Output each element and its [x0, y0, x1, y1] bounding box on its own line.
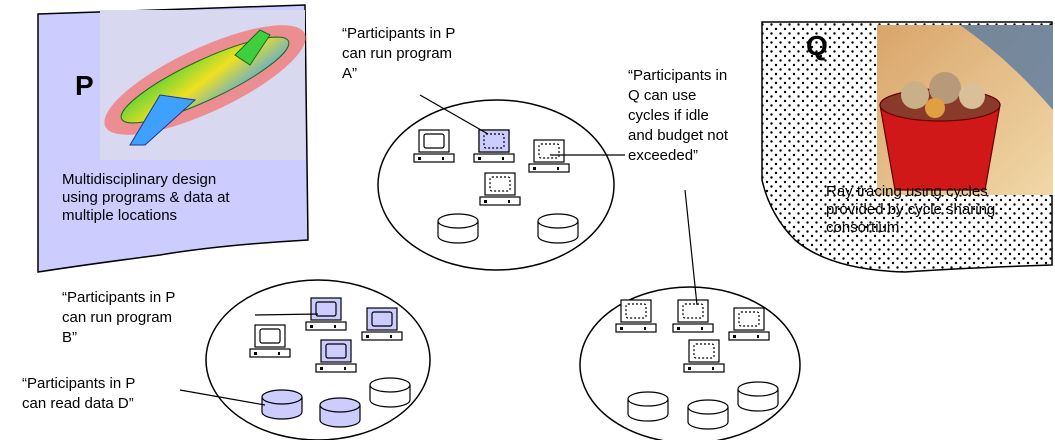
note-line: “Participants in P [22, 375, 135, 392]
connector-line [419, 94, 489, 135]
panel-q: Q Ray tracing using cycles provided by c… [761, 21, 1053, 273]
disk-icon [687, 399, 729, 430]
ray-traced-bucket-image [877, 25, 1053, 195]
computer-icon [361, 307, 403, 341]
note-line: can run program [342, 45, 452, 62]
panel-p: P Multidisciplinary design using program… [37, 4, 309, 273]
cluster-right [579, 286, 801, 440]
note-read-data-d: “Participants in P can read data D” [22, 375, 139, 412]
computer-dotted-icon [615, 299, 657, 333]
panel-p-caption-line: using programs & data at [62, 189, 230, 206]
note-line: B” [62, 329, 77, 346]
computer-icon [315, 339, 357, 373]
note-run-program-a: “Participants in P can run program A” [342, 25, 459, 82]
note-line: Q can use [628, 87, 696, 104]
panel-p-caption-line: multiple locations [62, 207, 177, 224]
panel-q-letter: Q [806, 30, 828, 61]
connector-line [179, 389, 266, 406]
computer-dotted-icon [728, 307, 770, 341]
panel-p-caption: Multidisciplinary design using programs … [62, 171, 234, 224]
note-line: can read data D” [22, 395, 134, 412]
disk-icon [261, 389, 303, 420]
note-line: “Participants in [628, 67, 727, 84]
disk-icon [437, 213, 479, 244]
computer-icon [413, 129, 455, 163]
note-line: cycles if idle [628, 107, 709, 124]
cluster-left [205, 279, 431, 440]
note-line: A” [342, 65, 357, 82]
aircraft-simulation-image [100, 10, 306, 160]
computer-dotted-icon [528, 139, 570, 173]
note-line: can run program [62, 309, 172, 326]
disk-icon [369, 377, 411, 408]
connector-line [254, 313, 319, 316]
disk-icon [737, 381, 779, 412]
connector-line [684, 189, 698, 306]
connectors [179, 94, 698, 406]
note-run-program-b: “Participants in P can run program B” [62, 289, 179, 346]
computer-dotted-icon [683, 339, 725, 373]
note-use-cycles: “Participants in Q can use cycles if idl… [628, 67, 732, 164]
panel-q-caption-line: Ray tracing using cycles [826, 183, 988, 200]
computer-icon [249, 324, 291, 358]
note-line: exceeded” [628, 147, 698, 164]
panel-p-caption-line: Multidisciplinary design [62, 171, 216, 188]
computer-dotted-icon [672, 299, 714, 333]
note-line: “Participants in P [342, 25, 455, 42]
disk-icon [537, 213, 579, 244]
panel-q-caption-line: consortium [826, 219, 899, 236]
panel-q-caption: Ray tracing using cycles provided by cyc… [826, 183, 999, 236]
panel-p-letter: P [75, 70, 94, 101]
panel-q-caption-line: provided by cycle sharing [826, 201, 995, 218]
computer-dotted-icon [479, 172, 521, 206]
disk-icon [319, 397, 361, 428]
cluster-top [377, 99, 615, 271]
note-line: and budget not [628, 127, 729, 144]
note-line: “Participants in P [62, 289, 175, 306]
disk-icon [627, 391, 669, 422]
